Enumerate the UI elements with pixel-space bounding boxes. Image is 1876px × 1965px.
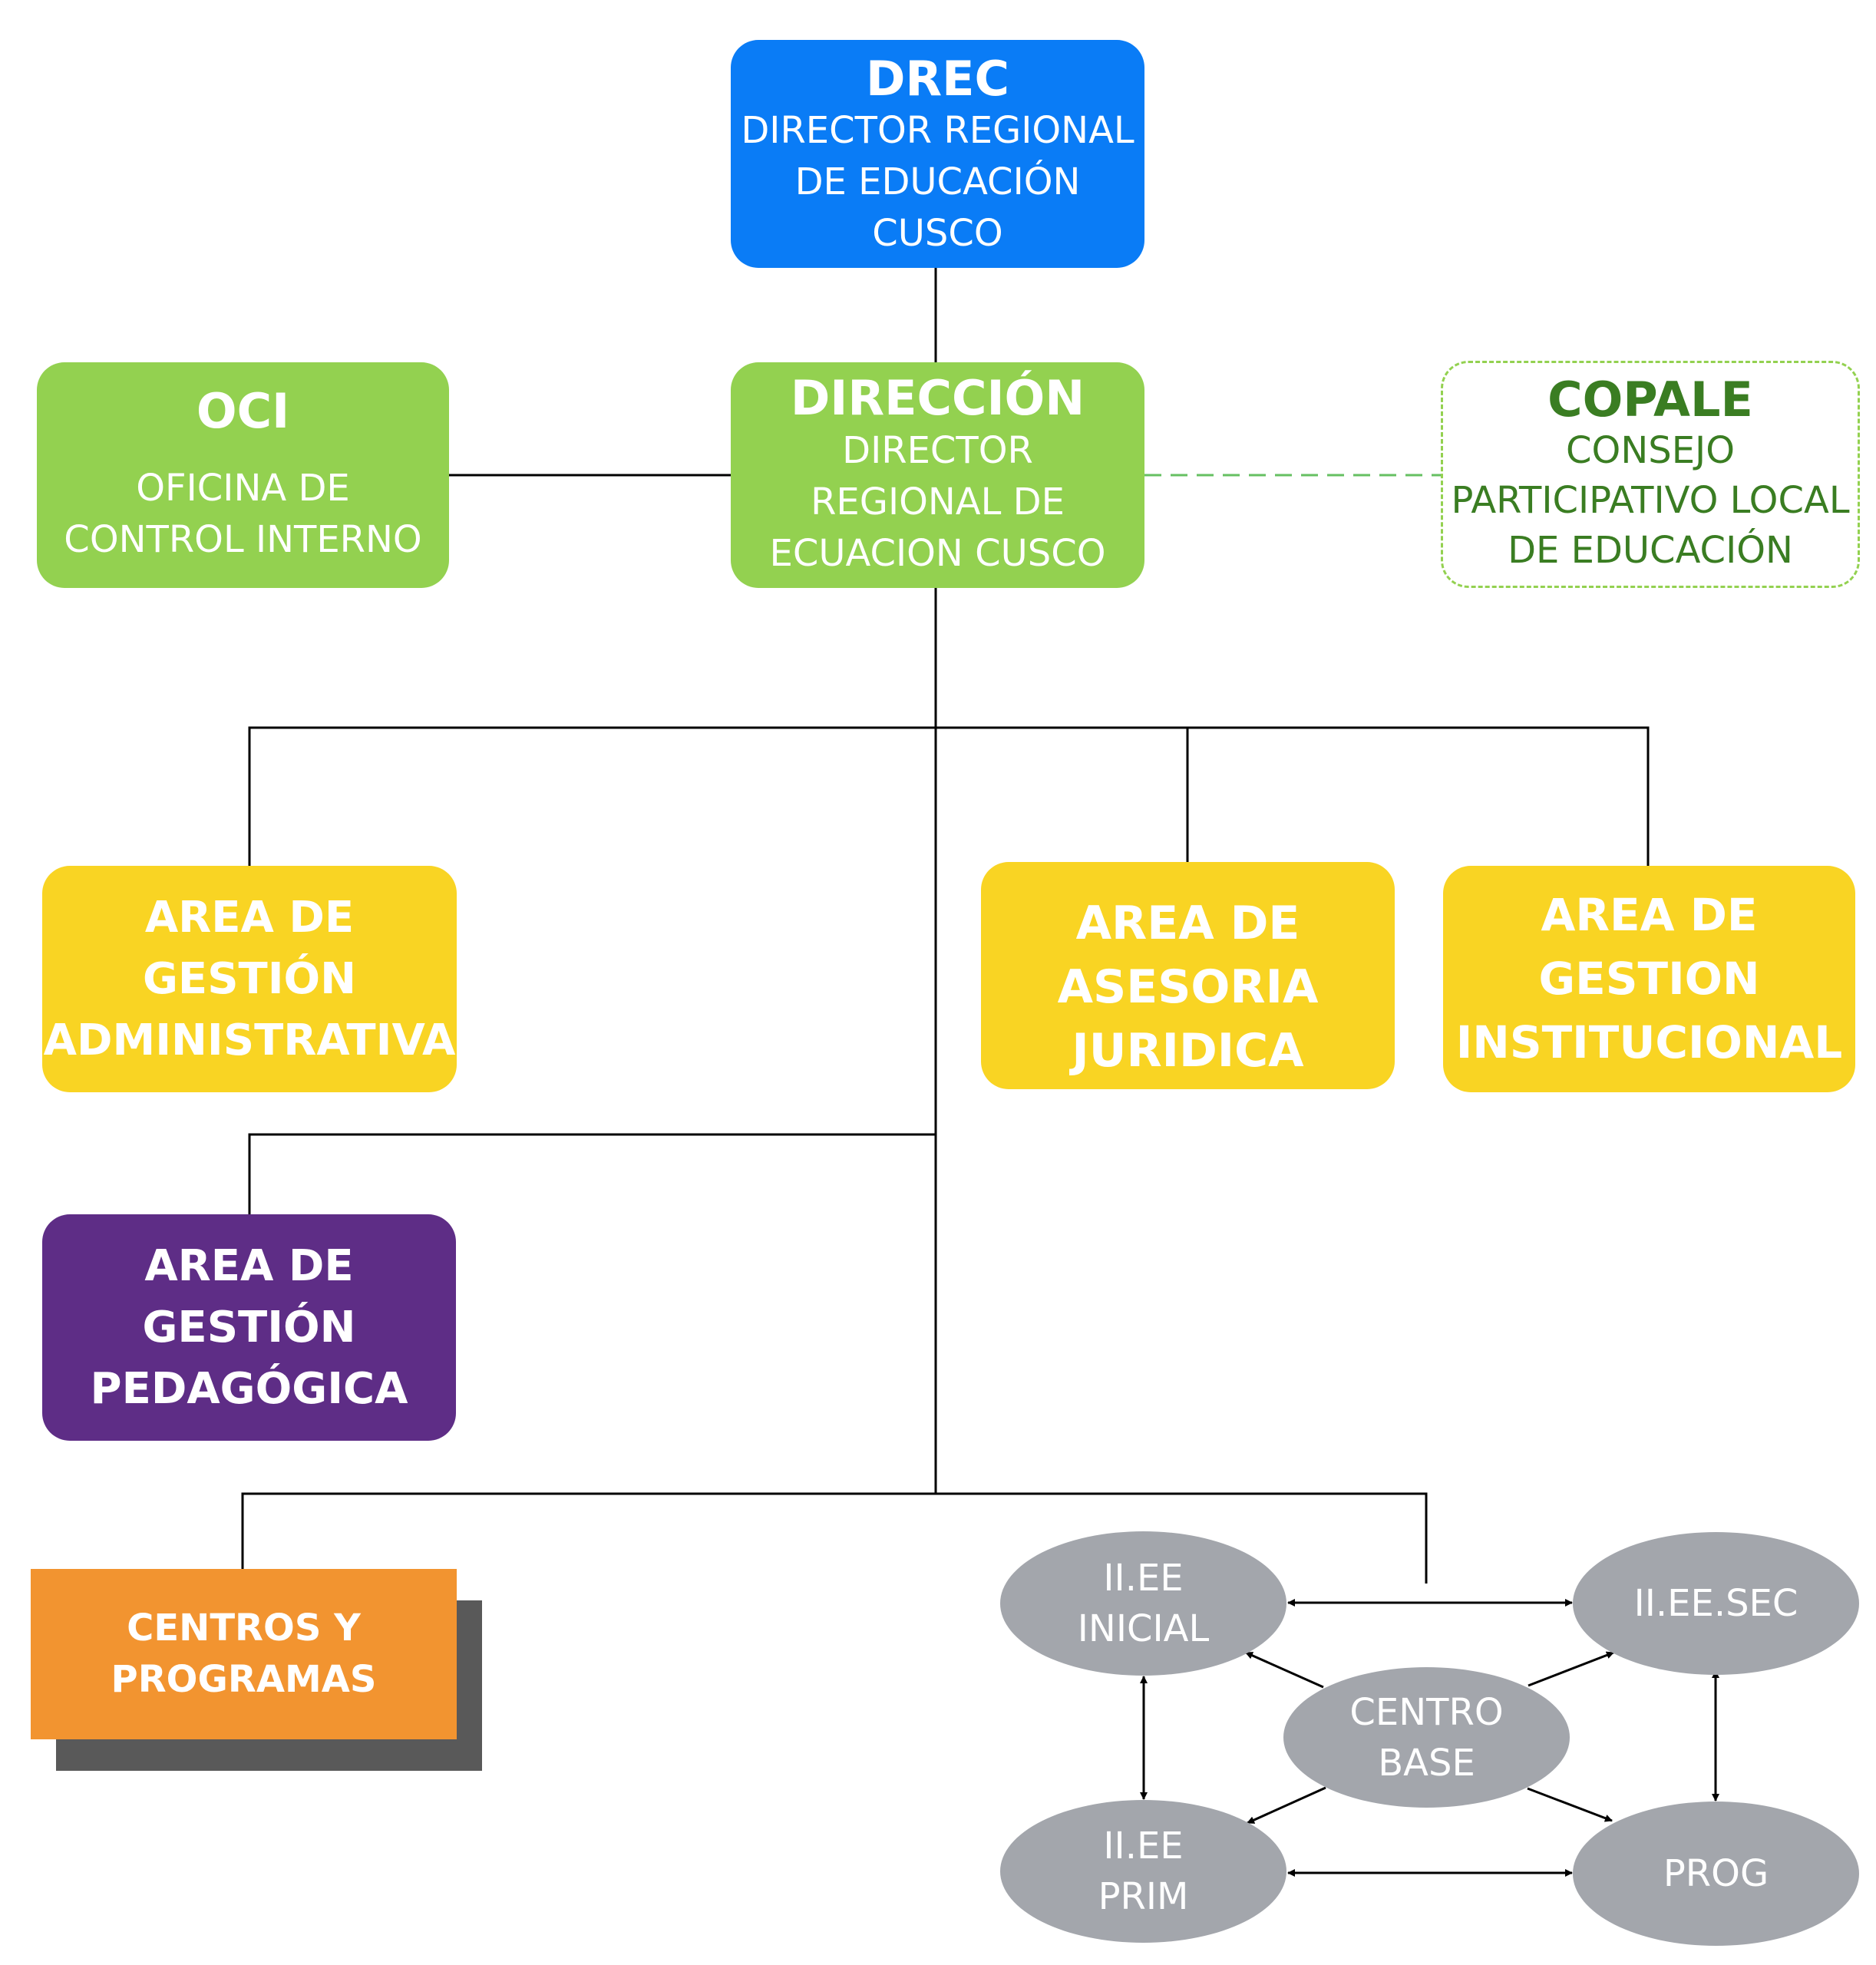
arrow-base-inicial <box>1245 1651 1324 1689</box>
copale-box: COPALE CONSEJO PARTICIPATIVO LOCAL DE ED… <box>1441 361 1860 588</box>
drec-line-3: CUSCO <box>872 212 1003 255</box>
area-juridica-line-1: AREA DE <box>1075 896 1300 950</box>
area-pedagogica-line-3: PEDAGÓGICA <box>90 1363 408 1414</box>
area-juridica-line-2: ASESORIA <box>1057 959 1319 1014</box>
area-juridica-line-3: JURIDICA <box>1072 1023 1304 1078</box>
area-institucional-box: AREA DE GESTION INSTITUCIONAL <box>1443 866 1855 1092</box>
drec-line-2: DE EDUCACIÓN <box>794 160 1081 203</box>
branch-centros-line <box>241 1492 1428 1584</box>
direccion-line-2: REGIONAL DE <box>811 480 1065 523</box>
iiee-inicial-line-2: INICIAL <box>1077 1607 1210 1650</box>
iiee-sec-oval: II.EE.SEC <box>1573 1532 1859 1675</box>
copale-line-2: PARTICIPATIVO LOCAL <box>1451 478 1850 522</box>
area-institucional-line-2: GESTION <box>1538 953 1760 1005</box>
iiee-prim-line-1: II.EE <box>1103 1825 1184 1868</box>
prog-line-1: PROG <box>1663 1852 1769 1895</box>
arrow-base-prim <box>1247 1786 1326 1825</box>
copale-acronym: COPALE <box>1547 371 1753 428</box>
iiee-prim-line-2: PRIM <box>1098 1875 1189 1918</box>
oci-line-1: OFICINA DE <box>136 467 350 510</box>
centro-base-line-2: BASE <box>1378 1741 1475 1785</box>
centros-programas-line-1: CENTROS Y <box>127 1607 361 1650</box>
oci-box: OCI OFICINA DE CONTROL INTERNO <box>37 362 449 588</box>
prog-oval: PROG <box>1573 1802 1859 1946</box>
area-institucional-line-1: AREA DE <box>1541 889 1758 941</box>
direccion-line-1: DIRECTOR <box>842 428 1033 472</box>
iiee-inicial-line-1: II.EE <box>1103 1557 1184 1600</box>
oci-line-2: CONTROL INTERNO <box>64 518 422 561</box>
centros-programas-box: CENTROS Y PROGRAMAS <box>31 1569 457 1739</box>
branch-pedagogica-line <box>248 1133 936 1214</box>
arrow-base-sec <box>1528 1651 1614 1687</box>
centros-programas-line-2: PROGRAMAS <box>111 1658 377 1701</box>
direccion-box: DIRECCIÓN DIRECTOR REGIONAL DE ECUACION … <box>731 362 1144 588</box>
area-administrativa-line-2: GESTIÓN <box>142 953 357 1004</box>
drec-acronym: DREC <box>865 51 1010 107</box>
branch-areas-line <box>248 726 1650 866</box>
copale-line-3: DE EDUCACIÓN <box>1508 528 1793 572</box>
direccion-acronym: DIRECCIÓN <box>790 369 1085 426</box>
area-administrativa-box: AREA DE GESTIÓN ADMINISTRATIVA <box>42 866 457 1092</box>
area-pedagogica-line-1: AREA DE <box>144 1240 354 1291</box>
iiee-inicial-oval: II.EE INICIAL <box>1000 1531 1286 1676</box>
area-administrativa-line-1: AREA DE <box>144 892 355 943</box>
direccion-line-3: ECUACION CUSCO <box>769 531 1106 575</box>
iiee-sec-line-1: II.EE.SEC <box>1633 1582 1798 1625</box>
area-administrativa-line-3: ADMINISTRATIVA <box>43 1015 456 1065</box>
area-institucional-line-3: INSTITUCIONAL <box>1455 1016 1843 1068</box>
area-pedagogica-box: AREA DE GESTIÓN PEDAGÓGICA <box>42 1214 456 1441</box>
area-juridica-box: AREA DE ASESORIA JURIDICA <box>981 862 1395 1089</box>
centro-base-line-1: CENTRO <box>1349 1690 1504 1734</box>
iiee-prim-oval: II.EE PRIM <box>1000 1800 1286 1943</box>
arrow-base-prog <box>1527 1787 1613 1822</box>
oci-acronym: OCI <box>196 383 290 439</box>
copale-line-1: CONSEJO <box>1566 428 1735 472</box>
area-pedagogica-line-2: GESTIÓN <box>142 1302 356 1352</box>
drec-box: DREC DIRECTOR REGIONAL DE EDUCACIÓN CUSC… <box>731 40 1144 268</box>
drec-line-1: DIRECTOR REGIONAL <box>741 109 1135 152</box>
centro-base-oval: CENTRO BASE <box>1283 1667 1570 1808</box>
